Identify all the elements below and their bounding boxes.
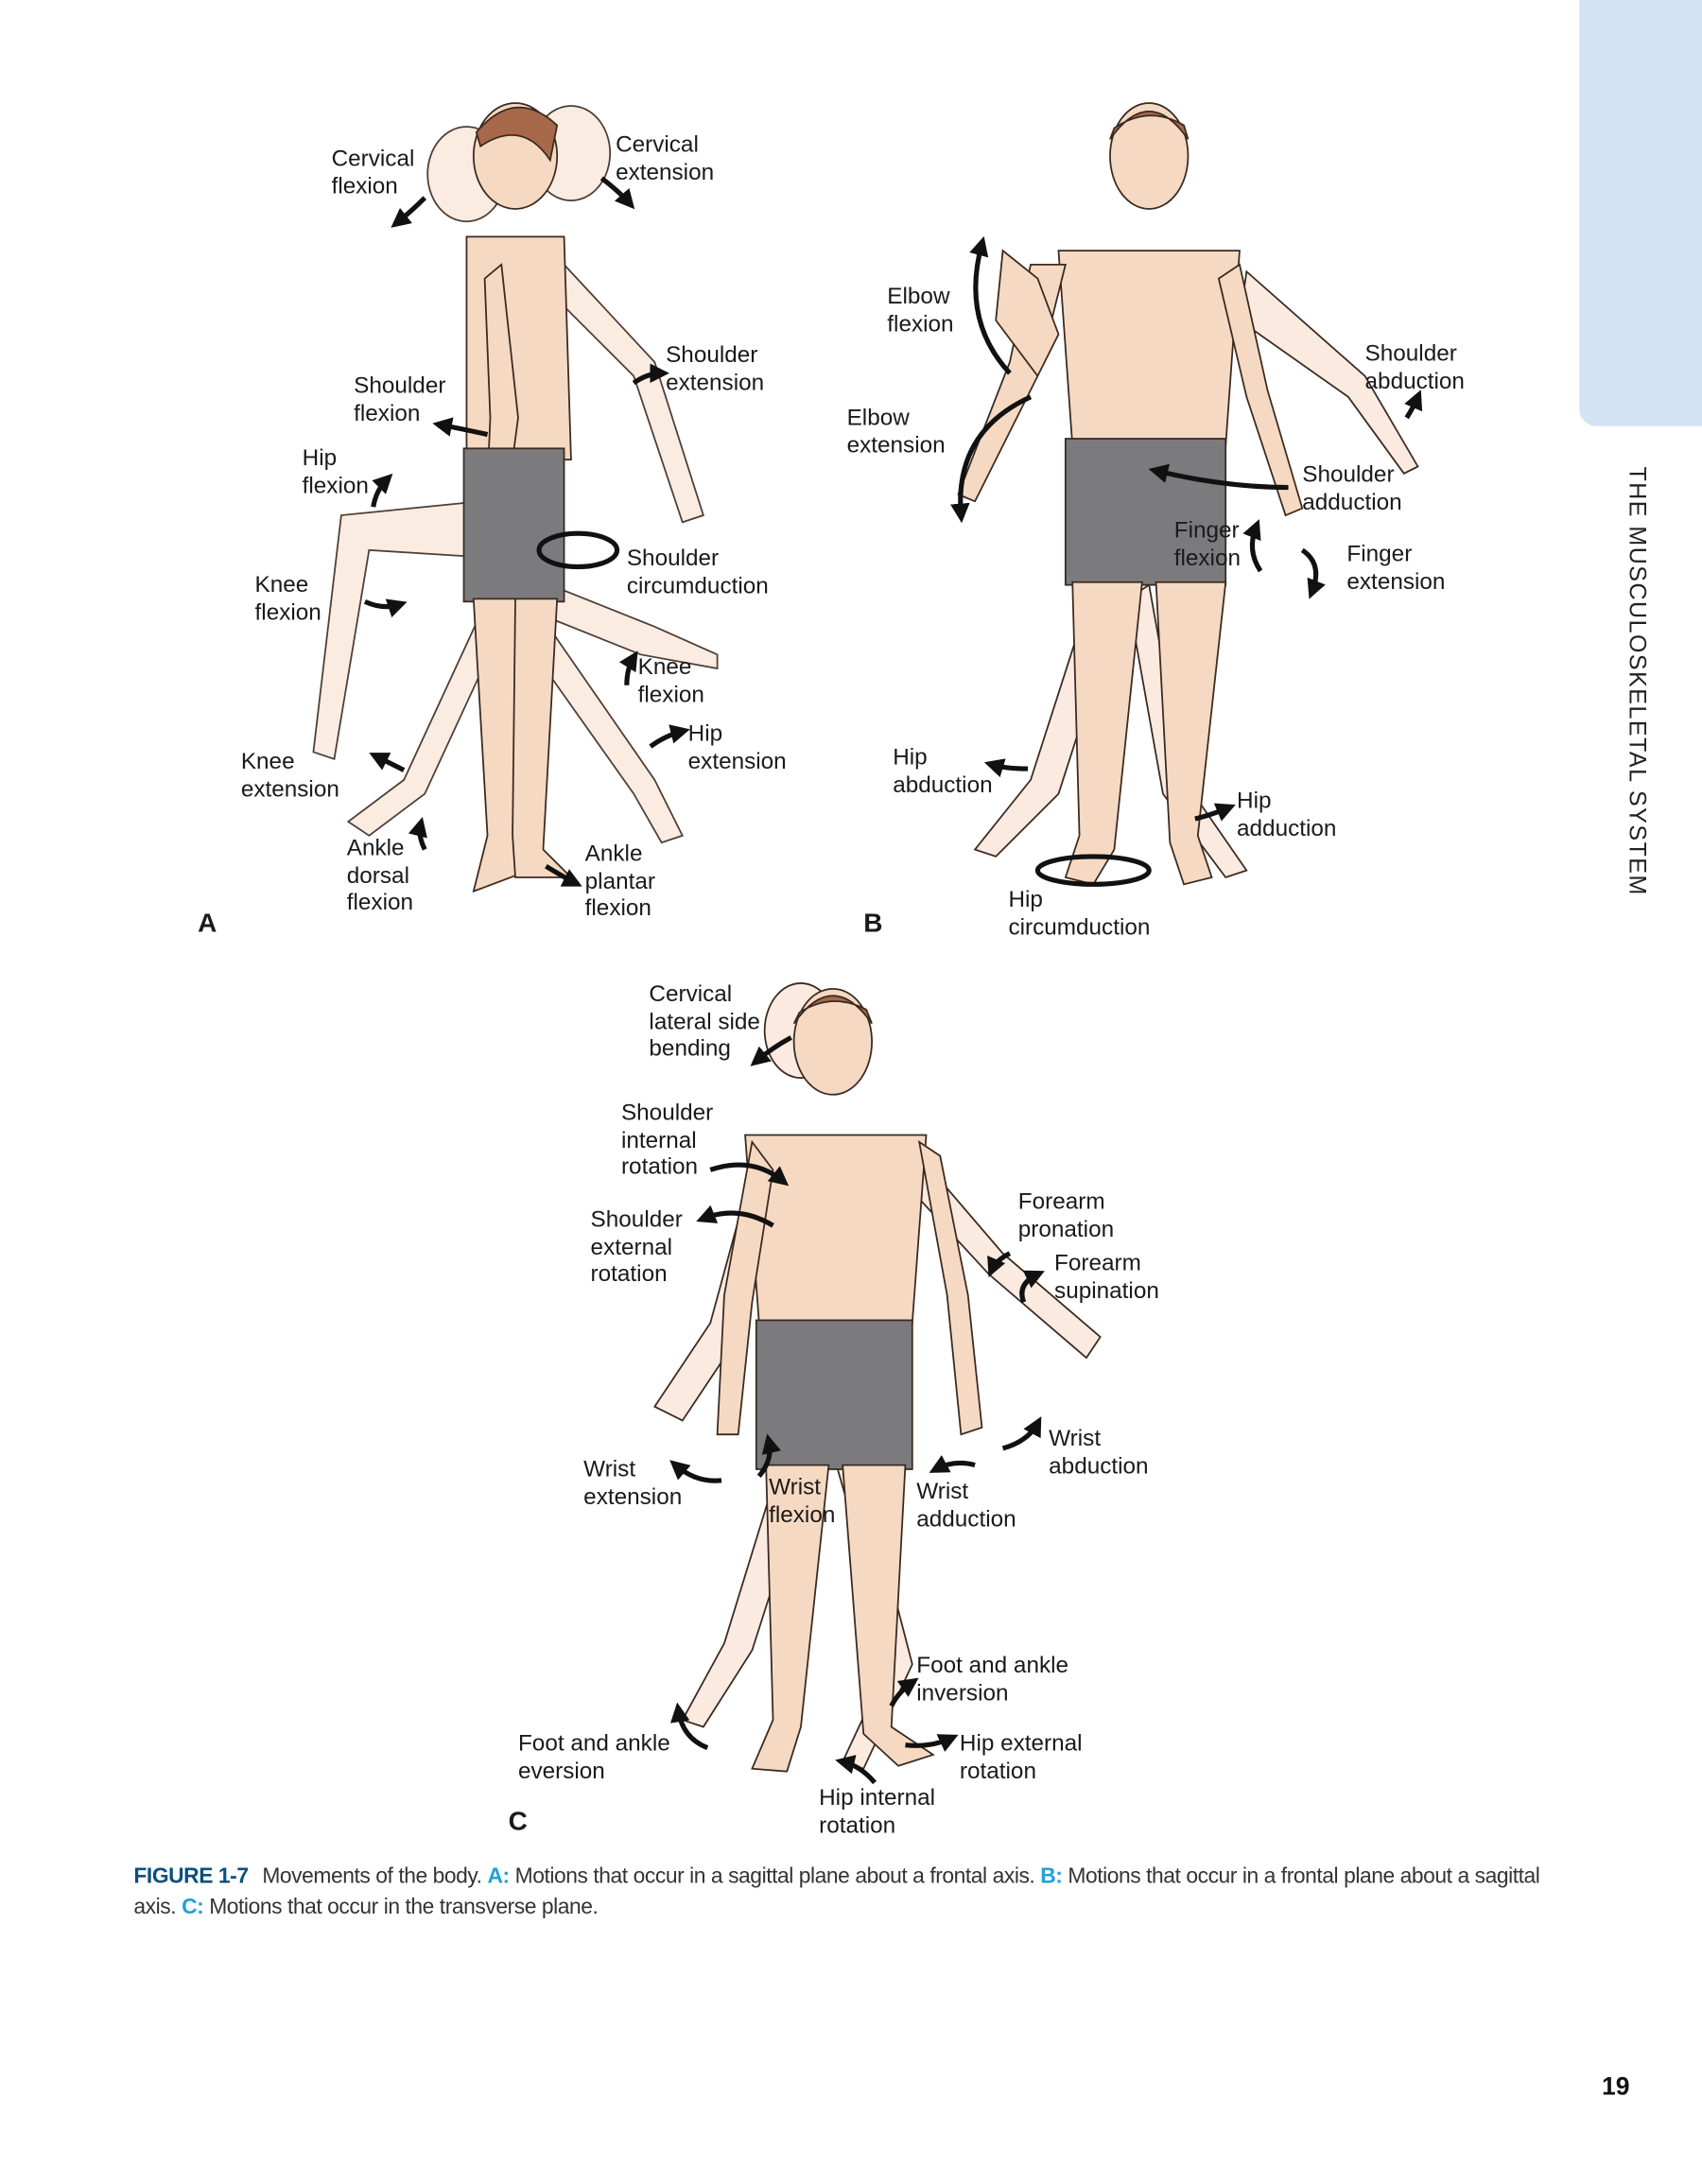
- page-number: 19: [1601, 2071, 1630, 2101]
- label-hip-flexion: Hip flexion: [302, 445, 369, 498]
- figure-number: FIGURE 1-7: [133, 1864, 249, 1889]
- label-cervical-flexion: Cervical flexion: [331, 146, 415, 199]
- label-shoulder-circumduction: Shoulder circumduction: [626, 546, 769, 598]
- figure-caption: FIGURE 1-7 Movements of the body. A: Mot…: [133, 1862, 1554, 1923]
- label-elbow-flexion: Elbow flexion: [887, 284, 954, 337]
- label-hip-external-rotation: Hip external rotation: [959, 1730, 1083, 1784]
- caption-key-a: A:: [487, 1864, 511, 1889]
- label-shoulder-adduction: Shoulder adduction: [1302, 462, 1402, 515]
- caption-text-a: Motions that occur in a sagittal plane a…: [514, 1864, 1035, 1889]
- label-shoulder-external-rotation: Shoulder external rotation: [590, 1207, 683, 1288]
- caption-key-b: B:: [1040, 1864, 1063, 1889]
- chapter-tab: [1579, 0, 1702, 426]
- caption-key-c: C:: [182, 1895, 204, 1919]
- label-knee-flexion-right: Knee flexion: [637, 654, 704, 707]
- label-shoulder-abduction: Shoulder abduction: [1364, 340, 1465, 394]
- label-cervical-extension: Cervical extension: [616, 131, 715, 185]
- figure-a-body: [462, 102, 574, 893]
- label-foot-ankle-inversion: Foot and ankle inversion: [916, 1653, 1069, 1706]
- label-knee-extension: Knee extension: [240, 749, 339, 802]
- label-hip-internal-rotation: Hip internal rotation: [819, 1785, 936, 1838]
- label-finger-flexion: Finger flexion: [1173, 517, 1242, 571]
- label-wrist-adduction: Wrist adduction: [916, 1479, 1016, 1532]
- panel-label-a: A: [198, 909, 217, 939]
- caption-text-b: Motions that occur in a frontal plane ab…: [133, 1864, 1540, 1919]
- label-finger-extension: Finger extension: [1346, 541, 1446, 595]
- label-wrist-flexion: Wrist flexion: [769, 1474, 836, 1528]
- label-hip-abduction: Hip abduction: [893, 745, 993, 798]
- motion-arrows: [363, 176, 1423, 1785]
- label-hip-adduction: Hip adduction: [1237, 788, 1337, 841]
- label-foot-ankle-eversion: Foot and ankle eversion: [517, 1730, 670, 1784]
- figure-a-ghost: [312, 105, 719, 844]
- label-wrist-extension: Wrist extension: [583, 1456, 683, 1509]
- label-elbow-extension: Elbow extension: [846, 405, 946, 458]
- label-shoulder-internal-rotation: Shoulder internal rotation: [620, 1100, 714, 1180]
- caption-intro: Movements of the body.: [262, 1864, 482, 1889]
- label-hip-circumduction: Hip circumduction: [1008, 887, 1151, 940]
- label-cervical-lateral-side-bending: Cervical lateral side bending: [649, 981, 760, 1062]
- figure-b-body: [957, 102, 1304, 886]
- label-forearm-pronation: Forearm pronation: [1017, 1188, 1115, 1242]
- label-wrist-abduction: Wrist abduction: [1049, 1426, 1149, 1479]
- label-ankle-plantar-flexion: Ankle plantar flexion: [584, 841, 655, 921]
- panel-label-c: C: [508, 1807, 528, 1837]
- label-knee-flexion-left: Knee flexion: [254, 572, 321, 625]
- figure-c-body: [716, 987, 983, 1773]
- panel-label-b: B: [863, 909, 883, 939]
- label-forearm-supination: Forearm supination: [1054, 1250, 1159, 1303]
- label-hip-extension: Hip extension: [687, 721, 787, 774]
- caption-text-c: Motions that occur in the transverse pla…: [209, 1895, 599, 1919]
- label-ankle-dorsal-flexion: Ankle dorsal flexion: [346, 835, 414, 915]
- label-shoulder-extension: Shoulder extension: [666, 342, 765, 395]
- label-shoulder-flexion: Shoulder flexion: [354, 373, 446, 426]
